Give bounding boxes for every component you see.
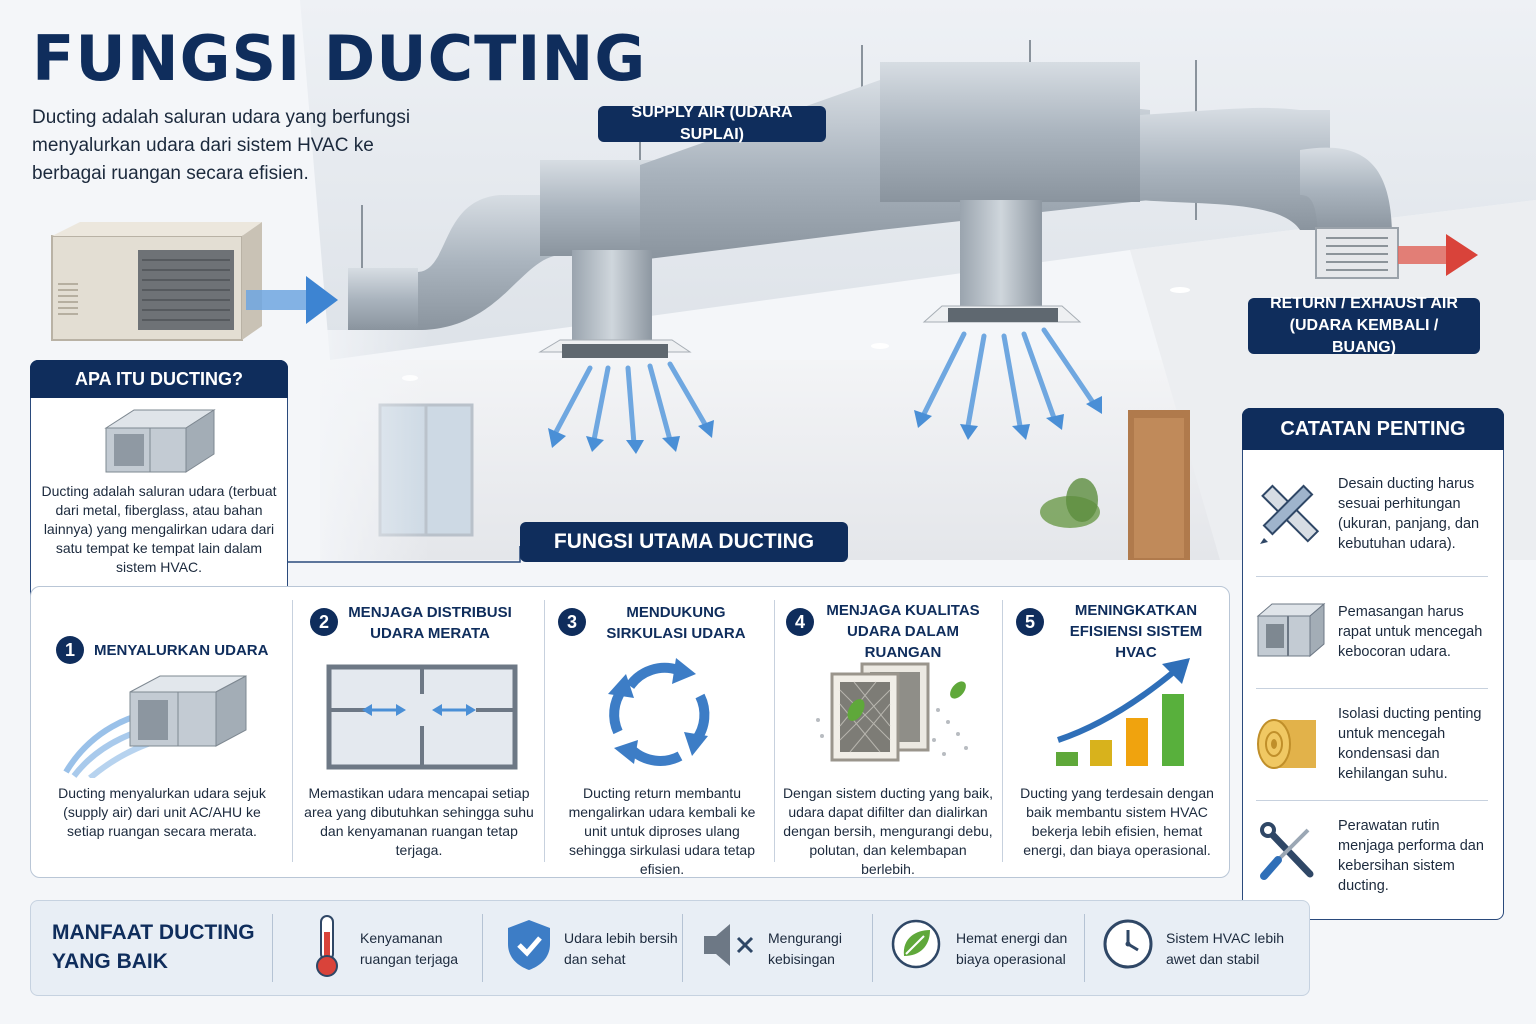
manfaat-item-3: Mengurangi kebisingan bbox=[768, 928, 868, 970]
catatan-penting-heading: CATATAN PENTING bbox=[1242, 408, 1504, 450]
manfaat-item-1-line2: ruangan terjaga bbox=[360, 951, 459, 967]
ac-to-duct-arrow bbox=[246, 276, 338, 324]
fungsi-number-5: 5 bbox=[1016, 608, 1044, 636]
apa-itu-ducting-heading: APA ITU DUCTING? bbox=[30, 360, 288, 398]
fungsi-text-4: Dengan sistem ducting yang baik, udara d… bbox=[782, 785, 994, 877]
return-air-label: RETURN / EXHAUST AIR (UDARA KEMBALI / BU… bbox=[1248, 295, 1480, 356]
leaf-icon bbox=[891, 919, 941, 969]
fungsi-title-3: MENDUKUNG SIRKULASI UDARA bbox=[606, 604, 746, 642]
catatan-text-1: Desain ducting harus sesuai perhitungan … bbox=[1338, 476, 1480, 552]
recycle-arrows-icon bbox=[608, 658, 710, 766]
fungsi-number-1: 1 bbox=[56, 636, 84, 664]
manfaat-heading-line2: YANG BAIK bbox=[52, 950, 168, 973]
fungsi-text-5: Ducting yang terdesain dengan baik memba… bbox=[1020, 785, 1214, 858]
intro-text: Ducting adalah saluran udara yang berfun… bbox=[32, 107, 411, 184]
fungsi-utama-heading: FUNGSI UTAMA DUCTING bbox=[520, 522, 848, 562]
catatan-text-4: Perawatan rutin menjaga performa dan keb… bbox=[1338, 818, 1484, 894]
floor-plan-icon bbox=[326, 664, 518, 770]
apa-itu-ducting-card bbox=[30, 360, 288, 614]
manfaat-item-2-line1: Udara lebih bersih bbox=[564, 930, 678, 946]
thermometer-icon bbox=[316, 915, 338, 977]
duct-airflow-icon bbox=[63, 675, 247, 778]
manfaat-heading-line1: MANFAAT DUCTING bbox=[52, 921, 255, 944]
supply-air-label: SUPPLY AIR (UDARA SUPLAI) bbox=[598, 104, 826, 143]
wrench-screwdriver-icon bbox=[1260, 822, 1314, 880]
duct-section-icon bbox=[104, 409, 216, 473]
manfaat-item-5-line1: Sistem HVAC lebih bbox=[1166, 930, 1285, 946]
fungsi-title-1: MENYALURKAN UDARA bbox=[94, 642, 269, 659]
fungsi-title-5: MENINGKATKAN EFISIENSI SISTEM HVAC bbox=[1069, 602, 1203, 661]
supply-airflow-left bbox=[553, 361, 709, 447]
manfaat-item-4: Hemat energi dan biaya operasional bbox=[956, 928, 1076, 970]
manfaat-item-4-line2: biaya operasional bbox=[956, 951, 1066, 967]
supply-airflow-right bbox=[921, 327, 1097, 429]
insulation-roll-icon bbox=[1257, 719, 1316, 769]
catatan-text-2: Pemasangan harus rapat untuk mencegah ke… bbox=[1338, 604, 1483, 660]
growth-chart-icon bbox=[1056, 658, 1190, 766]
return-air-label-line1: RETURN / EXHAUST AIR bbox=[1270, 295, 1458, 312]
manfaat-item-1-line1: Kenyamanan bbox=[360, 930, 443, 946]
exhaust-arrow bbox=[1398, 234, 1478, 276]
manfaat-item-3-line1: Mengurangi bbox=[768, 930, 842, 946]
ruler-pencil-icon bbox=[1260, 484, 1320, 544]
air-filter-icon bbox=[816, 662, 968, 762]
catatan-text-3: Isolasi ducting penting untuk mencegah k… bbox=[1338, 706, 1482, 782]
speaker-mute-icon bbox=[704, 924, 754, 966]
page-title: FUNGSI DUCTING bbox=[32, 22, 647, 95]
fungsi-title-2: MENJAGA DISTRIBUSI UDARA MERATA bbox=[348, 604, 512, 642]
clock-icon bbox=[1103, 919, 1153, 969]
fungsi-number-4: 4 bbox=[786, 608, 814, 636]
fungsi-number-2: 2 bbox=[310, 608, 338, 636]
fungsi-text-3: Ducting return membantu mengalirkan udar… bbox=[568, 785, 756, 877]
catatan-penting-card bbox=[1242, 408, 1504, 920]
apa-itu-ducting-text: Ducting adalah saluran udara (terbuat da… bbox=[41, 483, 277, 575]
manfaat-bar bbox=[30, 900, 1310, 996]
fungsi-text-1: Ducting menyalurkan udara sejuk (supply … bbox=[58, 785, 266, 839]
manfaat-item-5: Sistem HVAC lebih awet dan stabil bbox=[1166, 928, 1296, 970]
fungsi-number-3: 3 bbox=[558, 608, 586, 636]
duct-joint-icon bbox=[1256, 602, 1326, 658]
manfaat-item-5-line2: awet dan stabil bbox=[1166, 951, 1260, 967]
manfaat-item-2-line2: dan sehat bbox=[564, 951, 626, 967]
fungsi-text-2: Memastikan udara mencapai setiap area ya… bbox=[304, 785, 534, 858]
manfaat-item-4-line1: Hemat energi dan bbox=[956, 930, 1068, 946]
connector-line bbox=[288, 546, 521, 563]
return-air-label-line2: (UDARA KEMBALI / BUANG) bbox=[1289, 317, 1439, 356]
manfaat-heading: MANFAAT DUCTING YANG BAIK bbox=[52, 918, 262, 976]
manfaat-item-1: Kenyamanan ruangan terjaga bbox=[360, 928, 470, 970]
fungsi-title-4: MENJAGA KUALITAS UDARA DALAM RUANGAN bbox=[826, 602, 980, 661]
manfaat-item-3-line2: kebisingan bbox=[768, 951, 835, 967]
shield-check-icon bbox=[508, 920, 550, 970]
manfaat-item-2: Udara lebih bersih dan sehat bbox=[564, 928, 678, 970]
